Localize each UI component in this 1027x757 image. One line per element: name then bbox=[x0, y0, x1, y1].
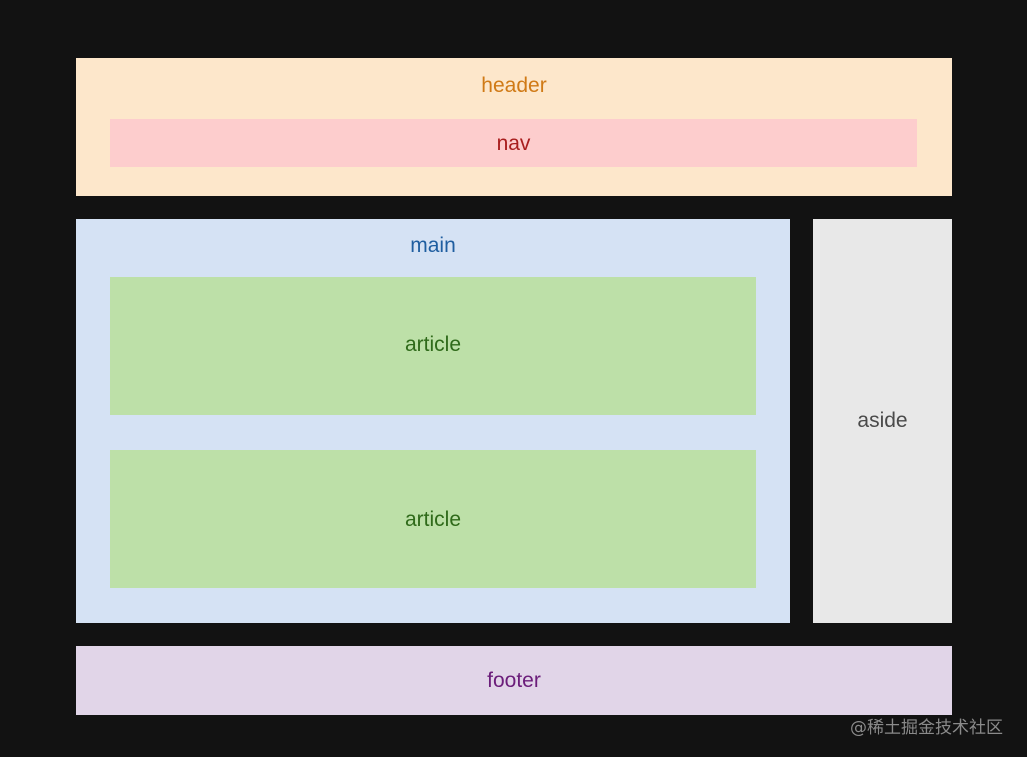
aside-label: aside bbox=[857, 409, 908, 432]
nav-block: nav bbox=[110, 119, 917, 167]
article-block-2: article bbox=[110, 450, 756, 588]
footer-block: footer bbox=[76, 646, 952, 715]
footer-label: footer bbox=[487, 669, 541, 692]
main-block: main article article bbox=[76, 219, 790, 623]
article-block-1: article bbox=[110, 277, 756, 415]
header-label: header bbox=[481, 74, 547, 97]
article-label-2: article bbox=[404, 508, 462, 531]
header-block: header nav bbox=[76, 58, 952, 196]
credit-watermark: @稀土掘金技术社区 bbox=[850, 718, 1003, 738]
main-label: main bbox=[410, 234, 456, 257]
article-label-1: article bbox=[404, 333, 462, 356]
aside-block: aside bbox=[813, 219, 952, 623]
nav-label: nav bbox=[496, 132, 531, 155]
